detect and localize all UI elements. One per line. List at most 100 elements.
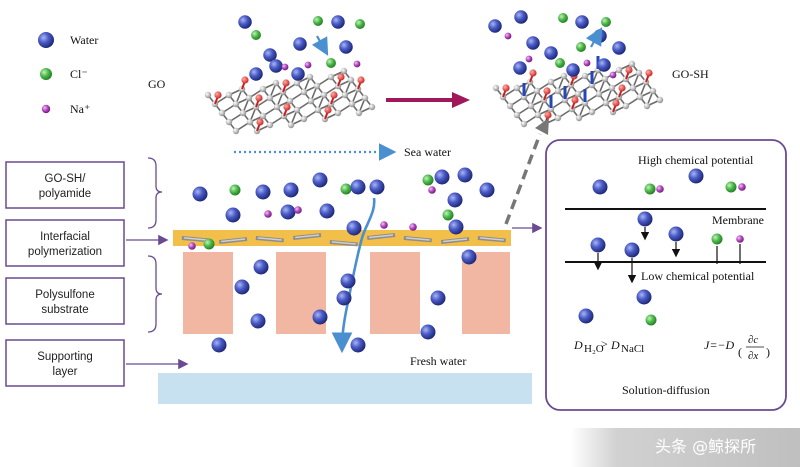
- water-molecule: [350, 337, 366, 353]
- water-molecule: [612, 41, 626, 55]
- water-molecule: [448, 219, 464, 235]
- layer-box-label: GO-SH/: [45, 173, 87, 185]
- water-molecule: [234, 279, 250, 295]
- gosh-sheet-illustration: [488, 10, 664, 128]
- layer-box-label: polyamide: [39, 188, 91, 200]
- water-molecule: [346, 220, 362, 236]
- substrate-pillar: [183, 252, 233, 334]
- water-molecule: [238, 15, 252, 29]
- substrate-pillar: [370, 252, 420, 334]
- sodium-ion: [656, 185, 664, 193]
- sodium-ion: [380, 221, 388, 229]
- sodium-ion: [583, 59, 591, 67]
- sodium-ion: [525, 55, 533, 63]
- water-molecule: [350, 179, 366, 195]
- water-molecule: [434, 169, 450, 185]
- water-molecule: [597, 58, 611, 72]
- chloride-ion: [645, 314, 657, 326]
- diffusivity-inequality: D H₂O > D NaCl: [573, 337, 644, 355]
- chloride-ion: [711, 233, 723, 245]
- legend-water-icon: [38, 32, 54, 48]
- water-molecule: [420, 324, 436, 340]
- cross-section-ions: [188, 167, 495, 353]
- conversion-arrow: [386, 92, 470, 108]
- legend-chloride-icon: [40, 68, 52, 80]
- chloride-ion: [555, 58, 565, 68]
- chloride-ion: [326, 58, 336, 68]
- chloride-ion: [340, 183, 352, 195]
- water-molecule: [457, 167, 473, 183]
- layer-box: GO-SH/polyamide: [5, 161, 125, 209]
- chloride-ion: [355, 19, 365, 29]
- water-molecule: [280, 204, 296, 220]
- legend-chloride-label: Cl⁻: [70, 67, 88, 81]
- water-molecule: [369, 179, 385, 195]
- water-molecule: [624, 242, 640, 258]
- chloride-ion: [576, 42, 586, 52]
- water-molecule: [319, 203, 335, 219]
- sodium-ion: [188, 242, 196, 250]
- water-molecule: [293, 37, 307, 51]
- water-molecule: [211, 337, 227, 353]
- water-molecule: [592, 179, 608, 195]
- chloride-ion: [644, 183, 656, 195]
- svg-text:>: >: [601, 337, 608, 351]
- layer-box: Interfacial polymerization: [5, 219, 125, 267]
- water-molecule: [636, 289, 652, 305]
- chloride-ion: [313, 16, 323, 26]
- sodium-ion: [409, 223, 417, 231]
- zoom-dashed-arrow: [504, 118, 549, 225]
- chloride-ion: [558, 13, 568, 23]
- gosh-label: GO-SH: [672, 67, 709, 81]
- sodium-ion: [353, 60, 361, 68]
- chloride-ion: [422, 174, 434, 186]
- water-molecule: [250, 313, 266, 329]
- sodium-ion: [504, 32, 512, 40]
- water-molecule: [566, 63, 580, 77]
- layer-box-label: polymerization: [28, 246, 102, 258]
- water-molecule: [331, 15, 345, 29]
- water-molecule: [590, 237, 606, 253]
- solution-diffusion-inset: High chemical potential Membrane Low che…: [545, 139, 787, 411]
- svg-text:NaCl: NaCl: [621, 343, 644, 355]
- sodium-ion: [264, 210, 272, 218]
- water-molecule: [255, 184, 271, 200]
- chloride-ion: [601, 17, 611, 27]
- svg-text:H₂O: H₂O: [584, 343, 604, 355]
- membrane-label: Membrane: [712, 213, 764, 227]
- water-molecule: [263, 48, 277, 62]
- legend: Water Cl⁻ Na⁺: [38, 32, 98, 116]
- sea-water-label: Sea water: [404, 145, 451, 159]
- layer-box-label: substrate: [41, 304, 88, 316]
- go-sheet-illustration: [204, 15, 376, 135]
- layer-box: Polysulfone substrate: [5, 277, 125, 325]
- layer-box-label: Supporting: [37, 351, 93, 363]
- substrate-pillar: [462, 252, 510, 334]
- water-molecule: [291, 67, 305, 81]
- water-molecule: [479, 182, 495, 198]
- polyamide-layer: [173, 230, 511, 246]
- layer-box-label: Interfacial: [40, 231, 90, 243]
- water-molecule: [513, 61, 527, 75]
- chloride-ion: [203, 238, 215, 250]
- sodium-ion: [281, 63, 289, 71]
- water-molecule: [575, 15, 589, 29]
- water-molecule: [544, 46, 558, 60]
- water-permeation-path: [331, 197, 376, 354]
- inset-particles: [578, 168, 746, 326]
- support-layer: [158, 373, 532, 404]
- water-molecule: [312, 172, 328, 188]
- layer-box-label: Polysulfone: [35, 289, 94, 301]
- go-flakes-in-polyamide: [181, 233, 506, 247]
- svg-text:J=−D: J=−D: [704, 338, 735, 352]
- brace-top: [147, 157, 163, 229]
- watermark: 头条 @鲸探所: [570, 428, 800, 467]
- legend-water-label: Water: [70, 33, 98, 47]
- sodium-ion: [294, 206, 302, 214]
- water-molecule: [249, 67, 263, 81]
- chloride-ion: [251, 30, 261, 40]
- chloride-ion: [725, 181, 737, 193]
- layer-box-label: layer: [53, 366, 78, 378]
